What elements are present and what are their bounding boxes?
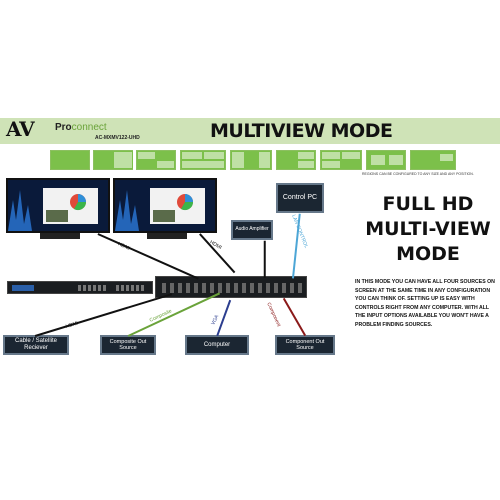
logo-av: AV xyxy=(6,117,35,141)
layout-thumb-9 xyxy=(410,150,456,170)
control-pc-box: Control PC xyxy=(276,183,324,213)
audio-cable xyxy=(264,240,266,278)
cable-satellite-box: Cable / Satellite Reciever xyxy=(3,335,69,355)
hdmi-cable-tv-right xyxy=(199,233,236,273)
tv-right-screen xyxy=(115,180,215,231)
title-banner xyxy=(0,118,500,144)
full-title-line-2: MULTI-VIEW xyxy=(365,218,491,240)
component-source-box: Component Out Source xyxy=(275,335,335,355)
computer-box: Computer xyxy=(185,335,249,355)
component-label: Component xyxy=(265,301,282,328)
layout-thumb-4 xyxy=(180,150,226,170)
hdmi-label-input: HDMI xyxy=(65,320,80,330)
full-title-line-1: FULL HD xyxy=(382,193,474,215)
model-number: AC-MXMV122-UHD xyxy=(95,135,140,141)
layout-thumb-3 xyxy=(136,150,176,170)
hdmi-label-tv-left: HDMI xyxy=(116,241,131,252)
full-title-line-3: MODE xyxy=(396,243,460,265)
layout-thumb-7 xyxy=(320,150,362,170)
layout-thumb-5 xyxy=(230,150,272,170)
layout-note: REGIONS CAN BE CONFIGURED TO ANY SIZE AN… xyxy=(362,172,474,176)
logo-connect: connect xyxy=(71,122,107,133)
switcher-rear-panel xyxy=(155,276,307,298)
composite-cable xyxy=(127,292,220,337)
mode-description: In this mode you can have all four sourc… xyxy=(355,279,495,328)
vga-label: VGA xyxy=(210,314,221,327)
tv-left-stand xyxy=(40,233,80,239)
layout-thumb-8 xyxy=(366,150,406,170)
full-hd-title: FULL HD MULTI-VIEW MODE xyxy=(360,192,496,267)
component-cable xyxy=(282,298,306,337)
audio-amplifier-box: Audio Amplifier xyxy=(231,220,273,240)
logo-proconnect: Proconnect xyxy=(55,122,107,133)
page-title: MULTIVIEW MODE xyxy=(210,120,393,142)
composite-source-box: Composite Out Source xyxy=(100,335,156,355)
hdmi-cable-tv-left xyxy=(97,233,199,280)
layout-thumb-2 xyxy=(93,150,133,170)
layout-thumb-1 xyxy=(50,150,90,170)
hdmi-cable-input xyxy=(34,293,172,337)
logo-pro: Pro xyxy=(55,122,72,133)
tv-right-stand xyxy=(147,233,187,239)
tv-left-screen xyxy=(8,180,108,231)
layout-thumb-6 xyxy=(276,150,316,170)
tv-right xyxy=(113,178,217,233)
switcher-front-panel xyxy=(7,281,153,294)
tv-left xyxy=(6,178,110,233)
